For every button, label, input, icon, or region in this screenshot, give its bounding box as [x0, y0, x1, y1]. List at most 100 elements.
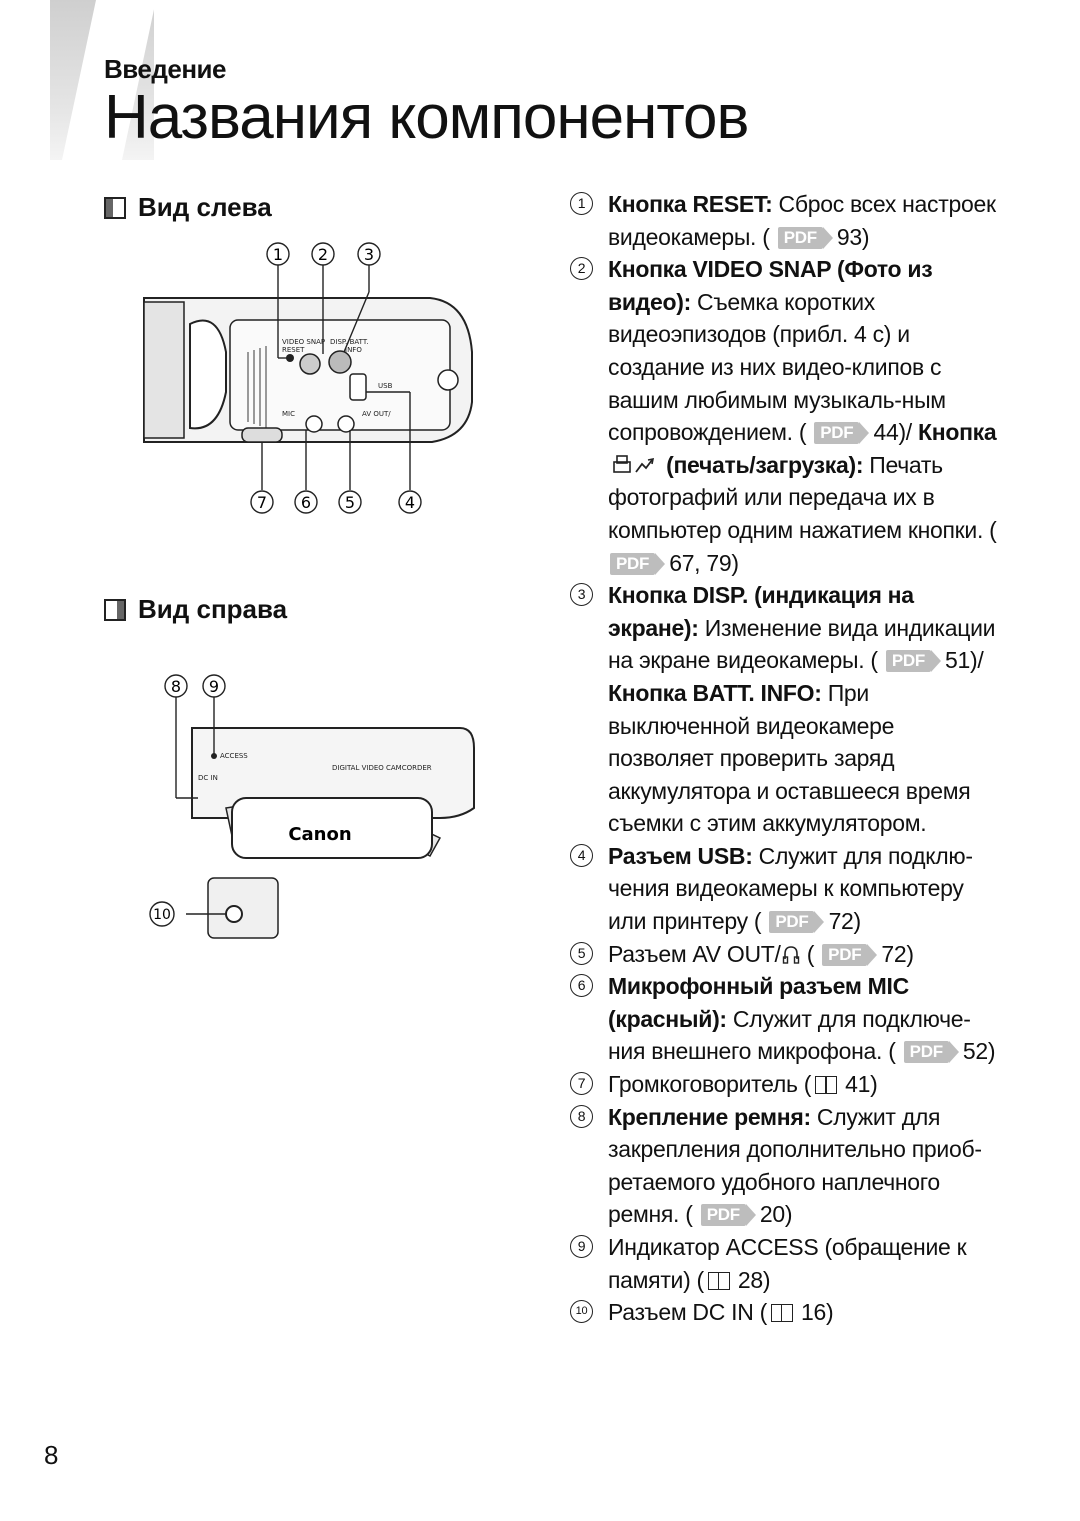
- callout-5: 5: [345, 493, 355, 512]
- item-text-2: При выключенной видеокамере позволяет пр…: [608, 679, 971, 837]
- pdf-ref-icon: PDF: [885, 650, 942, 673]
- speaker-marker: [241, 427, 283, 443]
- callout-4: 4: [405, 493, 415, 512]
- pdf-ref-icon: PDF: [769, 911, 825, 934]
- dc-in-jack-marker: [225, 905, 243, 923]
- item-text-after: (: [800, 940, 815, 967]
- right-view-heading-text: Вид справа: [138, 594, 288, 624]
- list-item-mic: 6 Микрофонный разъем MIC (красный): Служ…: [570, 970, 1000, 1068]
- item-text: Съемка коротких видеоэпизодов (прибл. 4 …: [608, 288, 946, 446]
- left-side-view-icon: [104, 196, 126, 219]
- label-access: ACCESS: [220, 752, 248, 760]
- callout-2: 2: [318, 245, 328, 264]
- book-ref-icon: [770, 1304, 793, 1323]
- label-usb: USB: [378, 382, 393, 390]
- usb-port-marker: [349, 373, 367, 401]
- callout-3: 3: [364, 245, 374, 264]
- item-page-ref-2: 67, 79): [669, 549, 739, 576]
- grip-strap: [231, 797, 433, 859]
- page-title: Названия компонентов: [104, 83, 749, 152]
- item-number: 6: [570, 974, 593, 998]
- item-page-ref: 28): [737, 1266, 771, 1293]
- right-side-view-icon: [104, 598, 126, 621]
- list-item-strap-mount: 8 Крепление ремня: Служит для закреплени…: [570, 1101, 1000, 1231]
- item-subtitle-a: Кнопка: [918, 419, 997, 446]
- item-text: Служит для подклю-чения видеокамеры к ко…: [608, 842, 973, 935]
- item-subtitle: Кнопка BATT. INFO:: [608, 679, 822, 706]
- list-item-reset: 1 Кнопка RESET: Сброс всех настроек виде…: [570, 188, 1000, 253]
- list-item-usb: 4 Разъем USB: Служит для подклю-чения ви…: [570, 840, 1000, 938]
- right-view-diagram: 8 9 ACCESS DIGITAL VIDEO CAMCORDER DC IN…: [140, 668, 480, 948]
- callout-7: 7: [257, 493, 267, 512]
- label-dc-in: DC IN: [198, 774, 218, 782]
- item-page-ref: 72): [881, 940, 914, 967]
- item-title: Кнопка DISP. (индикация на экране):: [608, 582, 914, 641]
- item-page-ref: 44)/: [873, 419, 912, 446]
- list-item-speaker: 7 Громкоговоритель ( 41): [570, 1068, 1000, 1101]
- item-text: Служит для закрепления дополнительно при…: [608, 1103, 982, 1228]
- item-text-2: Печать фотографий или передача их в комп…: [608, 451, 997, 543]
- pdf-ref-icon: PDF: [777, 226, 833, 249]
- access-lamp-marker: [211, 753, 217, 759]
- item-title: Крепление ремня:: [608, 1103, 811, 1130]
- item-number: 10: [570, 1300, 593, 1324]
- callout-10: 10: [153, 907, 171, 923]
- item-text: Громкоговоритель (: [608, 1071, 812, 1098]
- item-number: 2: [570, 257, 593, 281]
- item-title: Разъем USB:: [608, 842, 753, 869]
- item-title: Кнопка VIDEO SNAP (Фото из видео):: [608, 256, 933, 315]
- item-title: Микрофонный разъем MIC (красный):: [608, 973, 909, 1032]
- disp-button-marker: [328, 350, 352, 374]
- video-snap-button-marker: [299, 353, 321, 375]
- item-text: Разъем DC IN (: [608, 1299, 767, 1326]
- pdf-ref-icon: PDF: [903, 1041, 959, 1064]
- item-number: 5: [570, 941, 593, 965]
- left-view-heading: Вид слева: [104, 192, 272, 223]
- callout-6: 6: [301, 493, 311, 512]
- pdf-ref-icon: PDF: [700, 1204, 756, 1227]
- page-number: 8: [44, 1440, 59, 1470]
- item-page-ref: 93): [836, 223, 870, 250]
- item-text: Сброс всех настроек видеокамеры. (: [608, 191, 996, 250]
- item-text: Служит для подключе-ния внешнего микрофо…: [608, 1005, 971, 1065]
- callout-9: 9: [209, 677, 219, 696]
- list-item-disp: 3 Кнопка DISP. (индикация на экране): Из…: [570, 579, 1000, 840]
- label-digital-video-camcorder: DIGITAL VIDEO CAMCORDER: [332, 764, 432, 772]
- print-share-icon: [613, 454, 655, 473]
- left-view-heading-text: Вид слева: [138, 192, 272, 222]
- book-ref-icon: [815, 1076, 838, 1095]
- item-page-ref: 52): [962, 1038, 996, 1065]
- pdf-ref-icon: PDF: [814, 422, 870, 445]
- list-item-av-out: 5 Разъем AV OUT/ ( PDF 72): [570, 938, 1000, 971]
- label-reset: RESET: [282, 346, 305, 354]
- item-number: 3: [570, 583, 593, 607]
- right-view-heading: Вид справа: [104, 594, 287, 625]
- item-page-ref: 20): [759, 1201, 793, 1228]
- brand-logo: Canon: [288, 824, 351, 845]
- item-page-ref: 72): [828, 908, 862, 935]
- left-view-diagram: 1 2 3 VIDEO SNAP RESET DISP./BATT. INFO …: [130, 232, 490, 532]
- av-out-jack-marker: [337, 415, 355, 433]
- callout-8: 8: [171, 677, 181, 696]
- reset-button-marker: [286, 354, 294, 362]
- item-page-ref: 41): [845, 1071, 878, 1098]
- item-text: Индикатор ACCESS (обращение к памяти) (: [608, 1234, 967, 1293]
- pdf-ref-icon: PDF: [610, 552, 666, 575]
- book-ref-icon: [707, 1271, 730, 1290]
- item-number: 1: [570, 192, 593, 215]
- item-text: Изменение вида индикации на экране видео…: [608, 614, 996, 674]
- item-text: Разъем AV OUT/: [608, 940, 781, 967]
- callout-1: 1: [273, 245, 283, 264]
- label-info: INFO: [345, 346, 362, 354]
- item-number: 7: [570, 1072, 593, 1096]
- label-mic: MIC: [282, 410, 295, 418]
- label-disp-batt: DISP./BATT.: [330, 338, 368, 346]
- item-number: 4: [570, 843, 593, 867]
- item-number: 9: [570, 1235, 593, 1258]
- item-subtitle-b: (печать/загрузка):: [666, 451, 864, 478]
- mic-jack-marker: [305, 415, 323, 433]
- pdf-ref-icon: PDF: [822, 943, 878, 966]
- item-title: Кнопка RESET:: [608, 191, 773, 217]
- section-label: Введение: [104, 54, 227, 84]
- headphones-icon: [782, 945, 799, 964]
